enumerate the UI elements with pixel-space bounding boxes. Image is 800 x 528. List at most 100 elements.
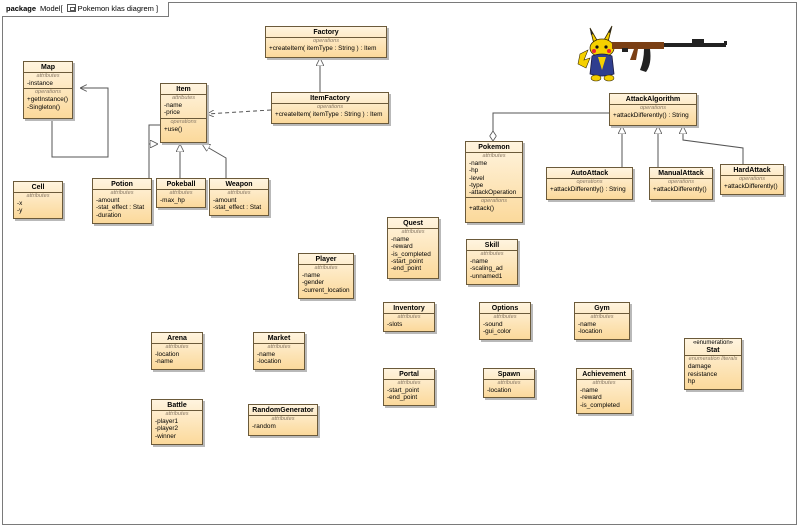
class-cell[interactable]: Cell attributes -x -y — [13, 181, 63, 219]
class-name: Spawn — [484, 369, 534, 381]
edge-itemfactory-item — [207, 109, 272, 114]
class-pokemon[interactable]: Pokemon attributes -name -hp -level -typ… — [465, 141, 523, 223]
attribute: -location — [155, 351, 180, 359]
attribute: -price — [164, 109, 180, 117]
class-map[interactable]: Map attributes -instance operations +get… — [23, 61, 73, 119]
attribute: -level — [469, 174, 485, 182]
diagram-name: Pokemon klas diagrem — [77, 4, 154, 13]
class-attackalgorithm[interactable]: AttackAlgorithm operations +attackDiffer… — [609, 93, 697, 126]
attribute: -random — [252, 423, 276, 431]
class-itemfactory[interactable]: ItemFactory operations +createItem( item… — [271, 92, 389, 124]
operation: +attackDifferently() : String — [613, 112, 689, 120]
operations-section: operations +createItem( itemType : Strin… — [266, 38, 386, 53]
attributes-section: attributes -location -name — [152, 344, 202, 366]
class-player[interactable]: Player attributes -name -gender -current… — [298, 253, 354, 299]
class-inventory[interactable]: Inventory attributes -slots — [383, 302, 435, 332]
class-name: ManualAttack — [650, 168, 712, 180]
class-hardattack[interactable]: HardAttack operations +attackDifferently… — [720, 164, 784, 195]
attribute: -stat_effect : Stat — [213, 204, 262, 212]
class-diagram-icon — [66, 4, 76, 12]
attribute: -current_location — [302, 286, 350, 294]
class-portal[interactable]: Portal attributes -start_point -end_poin… — [383, 368, 435, 406]
operations-section: operations +attackDifferently() — [721, 176, 783, 191]
attribute: -amount — [213, 197, 237, 205]
attributes-section: attributes -name -scaling_ad -unnamed1 — [467, 251, 517, 281]
attribute: -stat_effect : Stat — [96, 204, 145, 212]
class-manualattack[interactable]: ManualAttack operations +attackDifferent… — [649, 167, 713, 200]
class-randomgenerator[interactable]: RandomGenerator attributes -random — [248, 404, 318, 436]
class-spawn[interactable]: Spawn attributes -location — [483, 368, 535, 398]
pikachu-with-rifle-image — [572, 24, 732, 86]
attribute: -name — [470, 258, 489, 266]
attribute: -name — [578, 321, 597, 329]
attribute: -hp — [469, 167, 479, 175]
class-arena[interactable]: Arena attributes -location -name — [151, 332, 203, 370]
attributes-section: attributes -player1 -player2 -winner — [152, 411, 202, 441]
attribute: -unnamed1 — [470, 272, 503, 280]
class-name: Skill — [467, 240, 517, 252]
attribute: -reward — [391, 243, 413, 251]
attribute: -end_point — [391, 265, 422, 273]
class-factory[interactable]: Factory operations +createItem( itemType… — [265, 26, 387, 58]
operation: +attackDifferently() — [653, 186, 707, 194]
attribute: -y — [17, 207, 23, 215]
class-name: Portal — [384, 369, 434, 381]
class-autoattack[interactable]: AutoAttack operations +attackDifferently… — [546, 167, 633, 200]
operation: +getInstance() — [27, 96, 69, 104]
attribute: -name — [164, 102, 183, 110]
class-achievement[interactable]: Achievement attributes -name -reward -is… — [576, 368, 632, 414]
operations-section: operations +getInstance() -Singleton() — [27, 89, 69, 111]
attributes-section: attributes -sound -gui_color — [480, 314, 530, 336]
class-name: Item — [161, 84, 206, 96]
attribute: -name — [302, 272, 321, 280]
attribute: -name — [580, 387, 599, 395]
operation: +attackDifferently() — [724, 183, 778, 191]
edge-map-self — [51, 88, 109, 158]
attribute: -max_hp — [160, 197, 185, 205]
class-name: AutoAttack — [547, 168, 632, 180]
class-name: Pokemon — [466, 142, 522, 154]
operation: +attack() — [469, 205, 495, 213]
operation: +use() — [164, 125, 183, 133]
class-name: RandomGenerator — [249, 405, 317, 417]
attribute: -name — [469, 160, 488, 168]
class-name: Achievement — [577, 369, 631, 381]
attribute: -attackOperation — [469, 189, 517, 197]
attribute: -name — [391, 236, 410, 244]
attribute: -player2 — [155, 425, 179, 433]
class-name: Quest — [388, 218, 438, 230]
class-name: HardAttack — [721, 165, 783, 177]
class-skill[interactable]: Skill attributes -name -scaling_ad -unna… — [466, 239, 518, 285]
class-weapon[interactable]: Weapon attributes -amount -stat_effect :… — [209, 178, 269, 216]
class-battle[interactable]: Battle attributes -player1 -player2 -win… — [151, 399, 203, 445]
class-potion[interactable]: Potion attributes -amount -stat_effect :… — [92, 178, 152, 224]
class-quest[interactable]: Quest attributes -name -reward -is_compl… — [387, 217, 439, 279]
enum-stat[interactable]: «enumeration» Stat enumeration literals … — [684, 338, 742, 390]
class-gym[interactable]: Gym attributes -name -location — [574, 302, 630, 340]
attribute: -location — [487, 387, 512, 395]
class-market[interactable]: Market attributes -name -location — [253, 332, 305, 370]
class-name: Weapon — [210, 179, 268, 191]
attribute: -gui_color — [483, 328, 512, 336]
attributes-section: attributes -name -hp -level -type -attac… — [466, 153, 522, 199]
edge-weapon-item — [202, 144, 227, 178]
edge-hardattack-attackalgorithm — [683, 126, 744, 164]
class-name: Pokeball — [157, 179, 205, 191]
attribute: -x — [17, 200, 23, 208]
operations-section: operations +attackDifferently() : String — [610, 105, 696, 120]
class-name: Cell — [14, 182, 62, 194]
class-name: ItemFactory — [272, 93, 388, 105]
attributes-section: attributes -amount -stat_effect : Stat — [210, 190, 268, 212]
class-options[interactable]: Options attributes -sound -gui_color — [479, 302, 531, 340]
attribute: -sound — [483, 321, 503, 329]
operations-section: operations +attack() — [466, 198, 522, 213]
attributes-section: attributes -max_hp — [157, 190, 205, 205]
class-pokeball[interactable]: Pokeball attributes -max_hp — [156, 178, 206, 208]
operation: +createItem( itemType : String ) : Item — [269, 45, 377, 53]
enum-literal: resistance — [688, 370, 718, 378]
attribute: -slots — [387, 321, 403, 329]
class-item[interactable]: Item attributes -name -price operations … — [160, 83, 207, 143]
class-name: Battle — [152, 400, 202, 412]
attribute: -amount — [96, 197, 120, 205]
